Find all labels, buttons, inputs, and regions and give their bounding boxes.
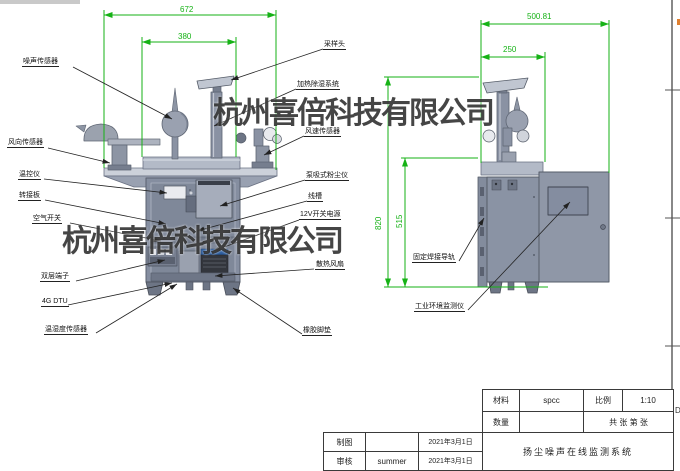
dim-front-outer-width: 672 [180, 5, 194, 14]
title-block-material-label: 材料 [482, 389, 520, 412]
label-double-terminal: 双层端子 [40, 273, 70, 282]
title-block-drawn-date: 2021年3月1日 [418, 432, 483, 452]
dim-side-outer-width: 500.81 [527, 12, 552, 21]
side-view [477, 77, 610, 294]
label-4g-dtu: 4G DTU [41, 298, 69, 307]
dim-side-outer-height: 820 [374, 216, 383, 230]
title-block-check-value: summer [365, 451, 419, 471]
leader-lines [43, 48, 571, 335]
title-block-quantity-label: 数量 [482, 411, 520, 433]
dimension-lines [103, 10, 610, 288]
dim-side-inner-width: 250 [503, 45, 517, 54]
label-heating-dehumidifier: 加热除湿系统 [296, 81, 340, 90]
title-block-drawing-title: 扬尘噪声在线监测系统 [482, 432, 674, 471]
title-block-drawn-value [365, 432, 419, 452]
frame-zone-letter: D [675, 406, 680, 415]
dim-front-inner-width: 380 [178, 32, 192, 41]
title-block-quantity-value [519, 411, 584, 433]
label-wind-direction-sensor: 风向传感器 [7, 139, 44, 148]
label-dust-monitor: 泵吸式粉尘仪 [305, 172, 349, 181]
watermark-company-2: 杭州喜倍科技有限公司 [62, 225, 344, 258]
label-cooling-fan: 散热风扇 [315, 261, 345, 270]
label-rubber-foot-pad: 橡胶脚垫 [302, 327, 332, 336]
label-sampling-head: 采样头 [323, 41, 346, 50]
label-12v-power-supply: 12V开关电源 [299, 211, 342, 220]
label-temperature-controller: 温控仪 [18, 171, 41, 180]
label-temp-humidity-sensor: 温湿度传感器 [44, 326, 88, 335]
title-block-material-value: spcc [519, 389, 584, 412]
label-noise-sensor: 噪声传感器 [22, 58, 59, 67]
label-industrial-env-monitor: 工业环境监测仪 [414, 303, 465, 312]
label-wire-duct: 线槽 [307, 193, 323, 202]
watermark-company-1: 杭州喜倍科技有限公司 [213, 97, 495, 130]
title-block-sheets: 共 张 第 张 [583, 411, 674, 433]
label-air-switch: 空气开关 [32, 215, 62, 224]
title-block-check-date: 2021年3月1日 [418, 451, 483, 471]
window-edge-artifact [0, 0, 80, 4]
title-block-scale-value: 1:10 [622, 389, 674, 412]
title-block-drawn-label: 制图 [323, 432, 366, 452]
frame-orange-mark [677, 19, 680, 25]
label-welded-rail: 固定焊接导轨 [412, 254, 456, 263]
title-block-scale-label: 比例 [583, 389, 623, 412]
label-wind-speed-sensor: 风速传感器 [304, 128, 341, 137]
label-adapter-board: 转接板 [18, 192, 41, 201]
title-block-check-label: 审核 [323, 451, 366, 471]
dim-side-inner-height: 515 [395, 214, 404, 228]
